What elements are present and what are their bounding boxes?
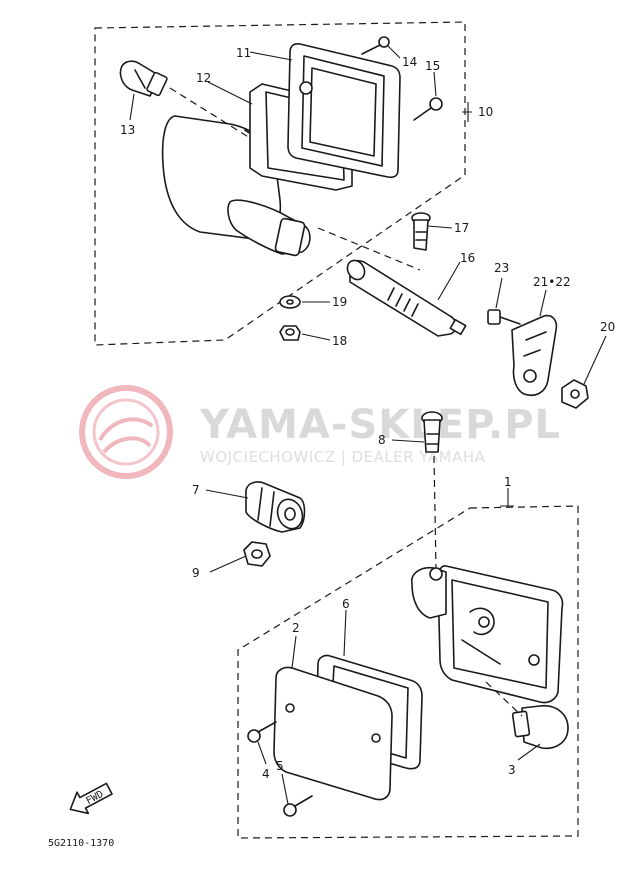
stay-16 [346, 259, 467, 337]
bolt-8 [421, 411, 443, 453]
callout-2: 2 [292, 621, 300, 635]
callout-8: 8 [378, 433, 386, 447]
bracket-21-22 [511, 314, 558, 396]
screw-15 [413, 97, 443, 121]
align-line-13 [169, 87, 251, 139]
callout-18: 18 [332, 334, 347, 348]
watermark-logo [79, 385, 173, 479]
upper-assembly-boundary [94, 21, 466, 346]
callout-15: 15 [425, 59, 440, 73]
callout-19: 19 [332, 295, 347, 309]
collar-9 [243, 541, 271, 567]
lens-2 [273, 666, 393, 801]
screw-5 [283, 795, 313, 817]
bulb-13 [119, 60, 168, 97]
washer-19 [279, 295, 301, 309]
lens-11 [287, 43, 401, 179]
callouts: 11 12 13 14 15 10 17 16 19 18 23 21•22 2… [120, 46, 615, 781]
lower-lamp-housing [410, 565, 564, 704]
screw-14 [361, 36, 390, 55]
screw-4 [247, 721, 277, 743]
lower-assembly-boundary [237, 505, 579, 839]
diagram-code: 5G2110-1370 [48, 838, 114, 849]
watermark: YAMA-SKLEP.PL WOJCIECHOWICZ | DEALER YAM… [79, 385, 561, 479]
align-line-16 [317, 227, 421, 271]
callout-14: 14 [402, 55, 417, 69]
align-line-3 [485, 681, 523, 717]
callout-9: 9 [192, 566, 200, 580]
nut-20 [561, 379, 589, 409]
callout-16: 16 [460, 251, 475, 265]
callout-3: 3 [508, 763, 516, 777]
front-arrow: FWD [69, 782, 113, 815]
callout-10: 10 [478, 105, 493, 119]
watermark-subtitle: WOJCIECHOWICZ | DEALER YAMAHA [200, 448, 486, 466]
bulb-3 [511, 704, 569, 750]
callout-17: 17 [454, 221, 469, 235]
callout-5: 5 [276, 759, 284, 773]
align-line-8 [433, 455, 437, 571]
callout-20: 20 [600, 320, 615, 334]
callout-7: 7 [192, 483, 200, 497]
callout-23: 23 [494, 261, 509, 275]
leader-lines [129, 45, 607, 805]
callout-6: 6 [342, 597, 350, 611]
callout-12: 12 [196, 71, 211, 85]
bolt-23 [487, 309, 521, 325]
bolt-17 [411, 212, 431, 251]
callout-1: 1 [504, 475, 512, 489]
callout-4: 4 [262, 767, 270, 781]
watermark-title: YAMA-SKLEP.PL [199, 402, 561, 448]
callout-13: 13 [120, 123, 135, 137]
callout-21-22: 21•22 [533, 275, 571, 289]
nut-18 [279, 325, 301, 341]
callout-11: 11 [236, 46, 251, 60]
damper-7 [245, 481, 306, 533]
